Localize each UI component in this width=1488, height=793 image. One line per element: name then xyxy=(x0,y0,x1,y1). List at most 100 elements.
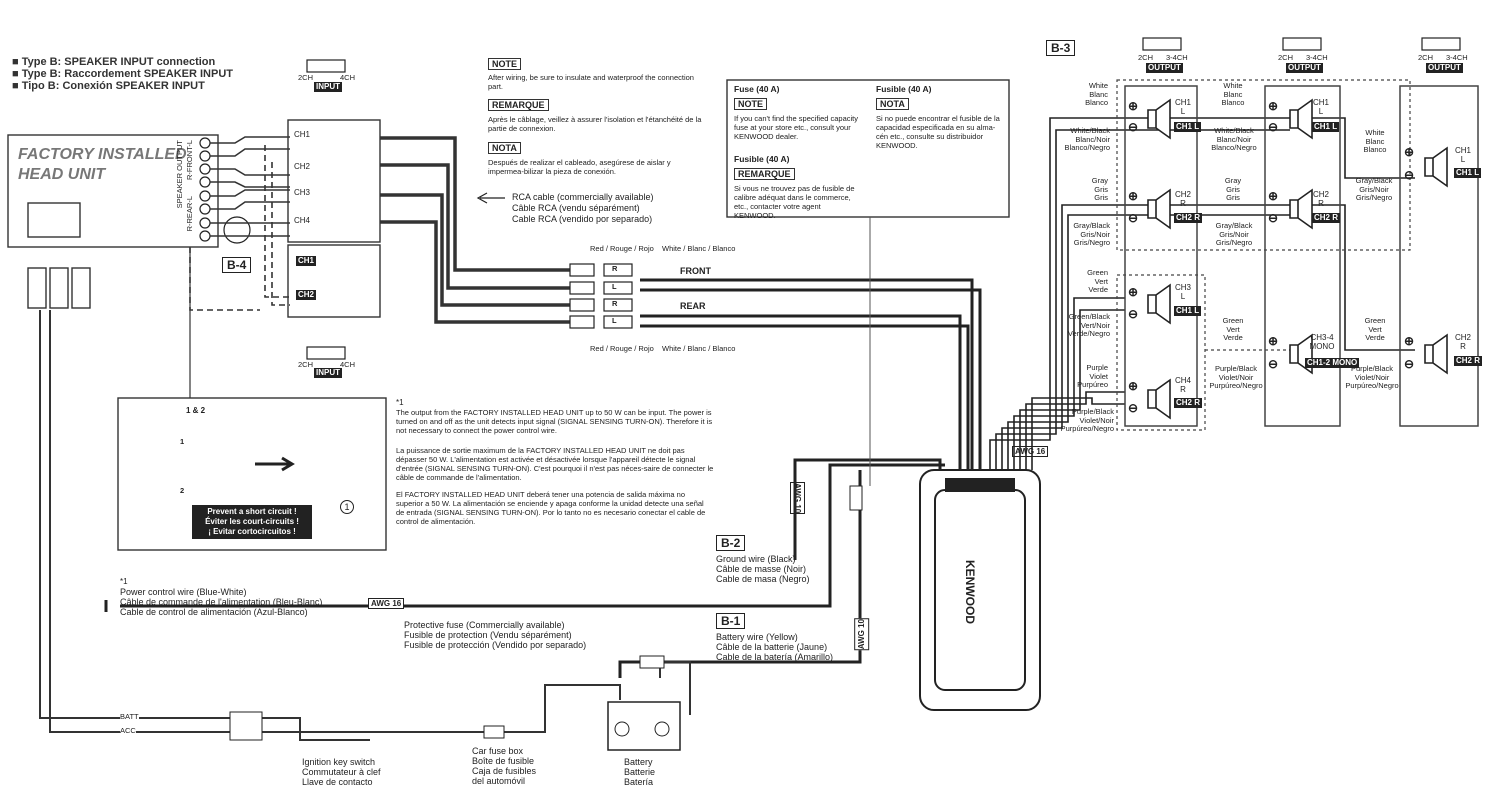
out-sw1-34ch: 3-4CH xyxy=(1166,53,1188,62)
plus-icon: ⊕ xyxy=(1268,334,1279,348)
ground-line-3: Cable de masa (Negro) xyxy=(716,574,810,584)
rca-line-1: RCA cable (commercially available) xyxy=(512,192,654,202)
spk-ch1l: CH1 L xyxy=(1174,98,1191,117)
fuse-note-label: NOTE xyxy=(734,98,768,110)
inset-step-2: 2 xyxy=(180,486,185,495)
minus-icon: ⊖ xyxy=(1128,211,1139,225)
head-unit-title-1: FACTORY INSTALLED xyxy=(18,146,187,163)
input-switch-2ch: 2CH xyxy=(298,73,314,82)
awg10-battery: AWG 10 xyxy=(854,618,870,651)
wc2-white: White Blanc Blanco xyxy=(1221,81,1245,108)
input-switch-label-b: INPUT xyxy=(314,368,342,379)
fusible-fr-text: Si vous ne trouvez pas de fusible de cal… xyxy=(734,184,855,220)
wc3-gray-black: Gray/Black Gris/Noir Gris/Negro xyxy=(1355,176,1393,203)
prot-fuse-line-1: Protective fuse (Commercially available) xyxy=(404,620,565,630)
tag-b3: B-3 xyxy=(1046,40,1076,56)
rca-l-2: L xyxy=(612,316,617,325)
out-sw3-2ch: 2CH xyxy=(1418,53,1434,62)
spk-ch1l-chip: CH1 L xyxy=(1174,122,1202,133)
inset-circle-1: 1 xyxy=(340,500,354,514)
spk2-ch12mono-chip: CH1-2 MONO xyxy=(1305,358,1360,369)
header-line-2: ■ Type B: Raccordement SPEAKER INPUT xyxy=(12,68,233,80)
note-label: NOTE xyxy=(488,58,522,70)
plus-icon: ⊕ xyxy=(1268,189,1279,203)
fuse-note-box xyxy=(726,79,1010,218)
plus-icon: ⊕ xyxy=(1268,99,1279,113)
spk3-ch2r-chip: CH2 R xyxy=(1454,356,1483,367)
spk3-ch1l: CH1 L xyxy=(1454,146,1471,165)
rca-rear: REAR xyxy=(680,301,706,311)
rca-l-1: L xyxy=(612,282,617,291)
fusible-fr-title: Fusible (40 A) xyxy=(734,154,790,164)
out-sw3-label: OUTPUT xyxy=(1426,63,1463,74)
plus-icon: ⊕ xyxy=(1128,189,1139,203)
out-sw2-2ch: 2CH xyxy=(1278,53,1294,62)
carfuse-line-4: del automóvil xyxy=(472,776,526,786)
input-box-lower xyxy=(287,244,381,318)
input-ch1-chip: CH1 xyxy=(296,256,317,267)
wc3-green: Green Vert Verde xyxy=(1364,316,1386,343)
awg10-ground: AWG 10 xyxy=(790,482,806,515)
wc3-white: White Blanc Blanco xyxy=(1363,128,1387,155)
awg16-output: AWG 16 xyxy=(1012,446,1049,458)
ignition-line-1: Ignition key switch xyxy=(302,757,376,767)
wc1-green-black: Green/Black Vert/Noir Verde/Negro xyxy=(1067,312,1110,339)
footnote-mark: *1 xyxy=(396,398,404,407)
plus-icon: ⊕ xyxy=(1128,99,1139,113)
rca-red-top: Red / Rouge / Rojo xyxy=(590,244,654,253)
wc1-green: Green Vert Verde xyxy=(1087,268,1108,295)
wc1-gray: Gray Gris Gris xyxy=(1091,176,1108,203)
spk-ch2r: CH2 R xyxy=(1174,190,1191,209)
input-switch-2ch-b: 2CH xyxy=(298,360,314,369)
rca-white-bottom: White / Blanc / Blanco xyxy=(662,344,736,353)
wc2-gray: Gray Gris Gris xyxy=(1224,176,1242,203)
remarque-label: REMARQUE xyxy=(488,99,549,111)
header-line-1: ■ Type B: SPEAKER INPUT connection xyxy=(12,56,216,68)
speaker-output-label: SPEAKER OUTPUT xyxy=(175,140,184,209)
spk2-ch2r-chip: CH2 R xyxy=(1312,213,1341,224)
carfuse-line-3: Caja de fusibles xyxy=(472,766,537,776)
wc1-purple: Purple Violet Purpúreo xyxy=(1077,363,1108,390)
footnote-fr: La puissance de sortie maximum de la FAC… xyxy=(396,446,714,482)
short-circuit-warning: Prevent a short circuit !Éviter les cour… xyxy=(192,505,312,539)
plus-icon: ⊕ xyxy=(1404,145,1415,159)
plus-icon: ⊕ xyxy=(1128,285,1139,299)
head-unit-connector xyxy=(27,202,81,238)
input-switch-4ch-b: 4CH xyxy=(340,360,356,369)
fusible-es-title: Fusible (40 A) xyxy=(876,84,932,94)
minus-icon: ⊖ xyxy=(1268,357,1279,371)
wc2-purple-black: Purple/Black Violet/Noir Purpúreo/Negro xyxy=(1209,364,1263,391)
ignition-line-3: Llave de contacto xyxy=(302,777,373,787)
wc1-gray-black: Gray/Black Gris/Noir Gris/Negro xyxy=(1073,221,1110,248)
header-line-3: ■ Tipo B: Conexión SPEAKER INPUT xyxy=(12,80,205,92)
tag-b2: B-2 xyxy=(716,535,746,551)
out-sw3-34ch: 3-4CH xyxy=(1446,53,1468,62)
input-box xyxy=(287,119,381,243)
spk-ch4r: CH4 R xyxy=(1174,376,1191,395)
fuse-nota-label: NOTA xyxy=(876,98,909,110)
minus-icon: ⊖ xyxy=(1268,120,1279,134)
nota-label: NOTA xyxy=(488,142,521,154)
input-ch1: CH1 xyxy=(294,130,311,139)
battery-wire-line-3: Cable de la batería (Amarillo) xyxy=(716,652,834,662)
plus-icon: ⊕ xyxy=(1128,379,1139,393)
wc2-white-black: White/Black Blanc/Noir Blanco/Negro xyxy=(1211,126,1257,153)
spk3-ch2r: CH2 R xyxy=(1454,333,1471,352)
wc1-white: White Blanc Blanco xyxy=(1085,81,1108,108)
spk3-ch1l-chip: CH1 L xyxy=(1454,168,1482,179)
front-label: R-FRONT-L xyxy=(185,140,194,180)
minus-icon: ⊖ xyxy=(1404,168,1415,182)
footnote-en: The output from the FACTORY INSTALLED HE… xyxy=(396,408,713,435)
plus-icon: ⊕ xyxy=(1404,334,1415,348)
rca-line-2: Câble RCA (vendu séparément) xyxy=(512,203,640,213)
power-ctrl-line-1: Power control wire (Blue-White) xyxy=(120,587,247,597)
out-sw1-label: OUTPUT xyxy=(1146,63,1183,74)
nota-text: Después de realizar el cableado, asegúre… xyxy=(488,158,671,176)
ground-line-1: Ground wire (Black) xyxy=(716,554,796,564)
minus-icon: ⊖ xyxy=(1128,120,1139,134)
power-ctrl-line-2: Câble de commande de l'alimentation (Ble… xyxy=(120,597,323,607)
battery-wire-line-1: Battery wire (Yellow) xyxy=(716,632,798,642)
out-sw2-34ch: 3-4CH xyxy=(1306,53,1328,62)
fuse-title: Fuse (40 A) xyxy=(734,84,780,94)
